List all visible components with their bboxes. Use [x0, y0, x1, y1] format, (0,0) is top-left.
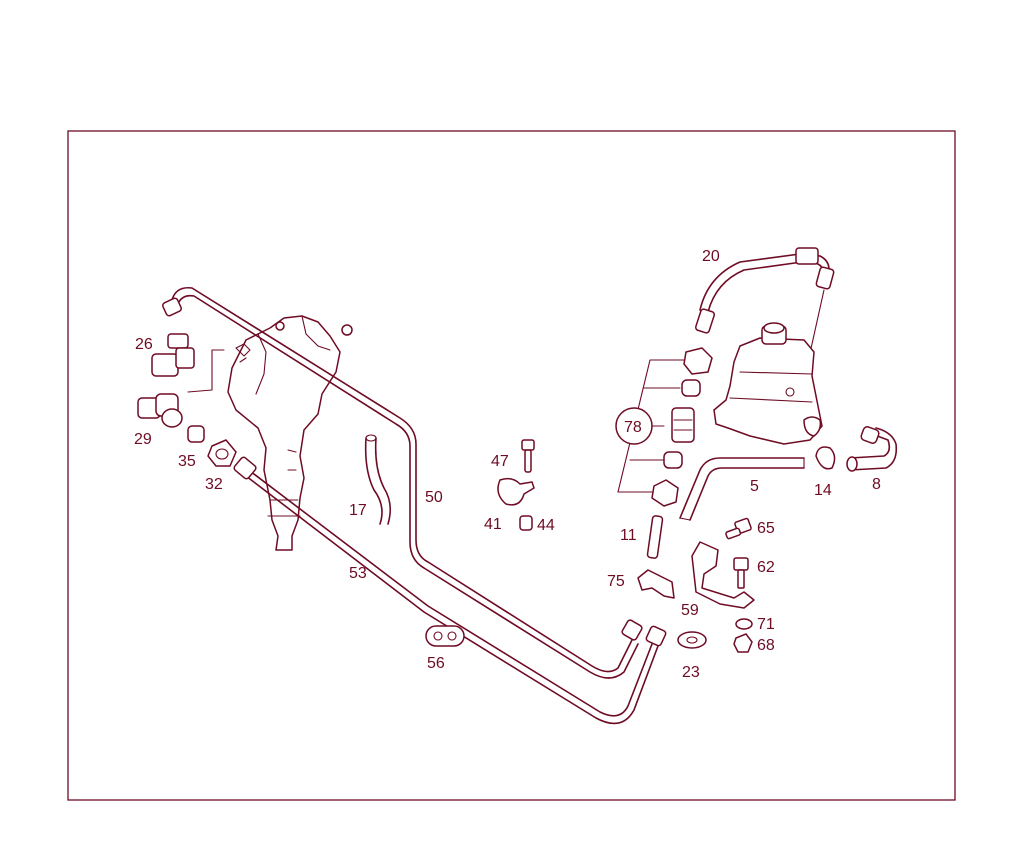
label-part-11: 11 [620, 527, 637, 544]
label-part-65: 65 [757, 520, 775, 537]
clip-assembly-part [497, 439, 535, 531]
label-part-68: 68 [757, 637, 775, 654]
label-part-41: 41 [484, 516, 502, 533]
union-nut-part [207, 439, 237, 467]
hose-clamp-part [815, 446, 836, 470]
short-hose-part [364, 434, 392, 525]
washer-nut-part [733, 618, 753, 653]
label-part-29: 29 [134, 431, 152, 448]
sealing-ring-part [187, 425, 205, 443]
label-part-71: 71 [757, 616, 775, 633]
pressure-line [162, 286, 643, 679]
diagram-frame [67, 130, 956, 801]
suction-hose-part [846, 426, 898, 472]
label-part-26: 26 [135, 336, 153, 353]
clamp-part [637, 569, 675, 599]
pipe-stub-part [646, 515, 664, 559]
label-part-35: 35 [178, 453, 196, 470]
label-part-14: 14 [814, 482, 832, 499]
double-grommet-part [425, 625, 465, 647]
banjo-bolt-part [151, 333, 195, 377]
banjo-fitting-part [137, 349, 225, 428]
label-part-23: 23 [682, 664, 700, 681]
label-part-56: 56 [427, 655, 445, 672]
label-part-44: 44 [537, 517, 555, 534]
bolts-part [725, 517, 752, 589]
label-part-78: 78 [624, 419, 642, 436]
label-part-47: 47 [491, 453, 509, 470]
steering-gear-box [227, 315, 353, 551]
part-labels: 20 26 29 35 32 47 50 17 41 44 78 5 14 8 … [134, 248, 881, 681]
label-part-20: 20 [702, 248, 720, 265]
mounting-bracket-part [691, 541, 755, 609]
label-part-50: 50 [425, 489, 443, 506]
label-part-62: 62 [757, 559, 775, 576]
label-part-53: 53 [349, 565, 367, 582]
label-part-5: 5 [750, 478, 759, 495]
label-part-17: 17 [349, 502, 367, 519]
label-part-59: 59 [681, 602, 699, 619]
fitting-kit-part [615, 347, 713, 507]
return-hose-part [679, 457, 805, 521]
label-part-8: 8 [872, 476, 881, 493]
label-part-75: 75 [607, 573, 625, 590]
label-part-32: 32 [205, 476, 223, 493]
rubber-grommet-part [677, 631, 707, 649]
power-steering-pump [713, 322, 823, 445]
return-line [233, 456, 667, 725]
